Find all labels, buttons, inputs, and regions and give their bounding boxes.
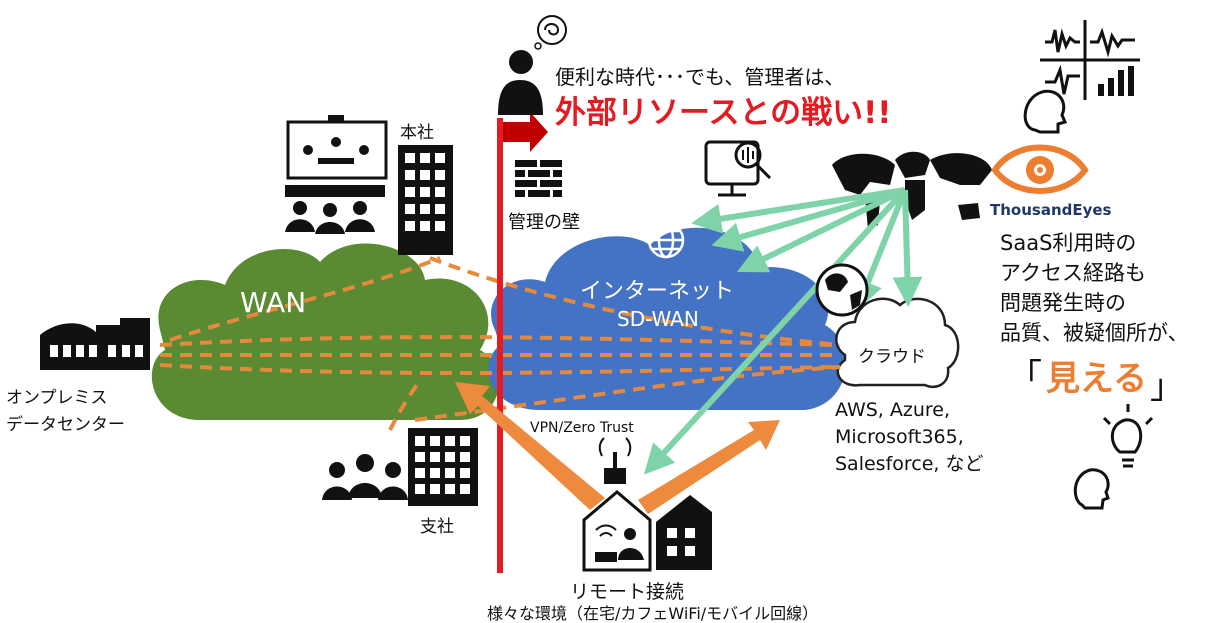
visibility-line3: 問題発生時の: [1000, 291, 1126, 315]
branch-building-icon: [408, 428, 478, 506]
thought-line1: 便利な時代･･･でも、管理者は、: [555, 65, 844, 89]
admin-thinking-icon: [498, 15, 567, 115]
dashed-connections: [159, 256, 841, 431]
home-worker-icon: [582, 490, 652, 572]
visibility-arrows: [643, 187, 923, 475]
earth-globe-icon: [815, 263, 869, 317]
lightbulb-idea-icon: [1073, 404, 1154, 510]
cloud-label: クラウド: [858, 347, 926, 367]
world-map-icon: [832, 151, 992, 230]
internet-line1: インターネット: [580, 279, 734, 304]
branch-people-icon: [322, 454, 408, 500]
onprem-line2: データセンター: [6, 414, 125, 435]
visibility-line4: 品質、被疑個所が、: [1000, 321, 1189, 345]
cloud-service-3: Salesforce, など: [835, 453, 984, 475]
monitoring-screen-icon: [704, 140, 772, 197]
branch-label: 支社: [420, 517, 454, 537]
visibility-line1: SaaS利用時の: [1000, 231, 1136, 255]
house-icon: [656, 495, 712, 570]
analytics-icon: [1023, 20, 1140, 134]
internet-caption: VPN/Zero Trust: [530, 420, 634, 436]
remote-label: リモート接続: [570, 581, 684, 603]
thought-line2: 外部リソースとの戦い!!: [555, 95, 891, 131]
router-icon: [598, 437, 632, 484]
wan-cloud: [151, 243, 499, 420]
wall-label: 管理の壁: [508, 212, 580, 233]
cloud-service-2: Microsoft365,: [835, 426, 964, 448]
brick-wall-icon: [515, 160, 562, 197]
visibility-line2: アクセス経路も: [1000, 261, 1146, 285]
globe-icon: [647, 221, 685, 259]
visibility-close-bracket: 」: [1150, 367, 1184, 407]
internet-cloud: [488, 227, 847, 410]
brand-name: ThousandEyes: [990, 201, 1112, 219]
hq-label: 本社: [400, 123, 434, 143]
video-conference-icon: [285, 115, 388, 234]
thousandeyes-eye-icon: [991, 144, 1089, 194]
remote-sub: 様々な環境（在宅/カフェWiFi/モバイル回線）: [487, 604, 818, 623]
wan-label: WAN: [240, 286, 306, 319]
datacenter-icon: [40, 318, 150, 370]
saas-cloud-shape: [835, 297, 960, 389]
cloud-service-1: AWS, Azure,: [835, 399, 950, 421]
onprem-line1: オンプレミス: [6, 388, 108, 408]
hq-building-icon: [398, 145, 453, 255]
management-wall-line: [497, 112, 548, 573]
visibility-highlight: 見える: [1046, 359, 1147, 399]
remote-arrows: [455, 382, 780, 514]
internet-line2: SD-WAN: [617, 307, 699, 331]
visibility-open-bracket: 「: [1008, 357, 1042, 397]
